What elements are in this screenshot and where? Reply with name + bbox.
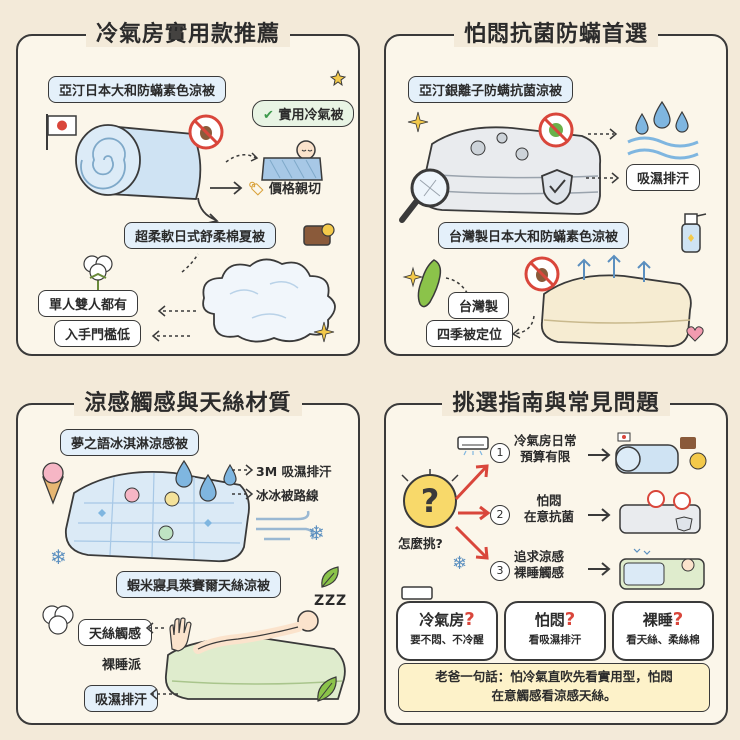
step-number: 1 bbox=[490, 441, 510, 463]
palm-icon bbox=[169, 617, 192, 652]
sparkle-icon bbox=[402, 266, 424, 288]
air-conditioner-icon bbox=[457, 436, 489, 456]
panel-aircon-picks: 冷氣房實用款推薦 亞汀日本大和防蟎素色涼被 ✔ 實用冷氣被 🏷 價格親切 bbox=[16, 22, 360, 356]
snowflake-icon: ❄ bbox=[50, 545, 67, 569]
panel-cooling-tencel: 涼感觸感與天絲材質 夢之語冰淇淋涼感被 3M 吸濕排汗 冰冰被路線 ❄ ❄ 蝦米… bbox=[16, 391, 360, 725]
price-tag-icon: 🏷 bbox=[248, 182, 265, 197]
ice-cream-icon bbox=[42, 462, 64, 505]
product-label[interactable]: 超柔軟日式舒柔棉夏被 bbox=[124, 222, 277, 249]
panel-title: 涼感觸感與天絲材質 bbox=[74, 391, 302, 416]
taiwan-map-icon bbox=[417, 259, 442, 308]
price-tag-label: 價格親切 bbox=[269, 182, 322, 197]
question-icon: ? bbox=[401, 469, 459, 528]
faq-bubble: 怕悶? 看吸濕排汗 bbox=[504, 601, 606, 661]
no-mite-icon bbox=[188, 114, 224, 150]
feature-tag: 天絲觸感 bbox=[78, 619, 153, 646]
feature-tag: 裸睡派 bbox=[102, 658, 142, 673]
snowflake-icon: ❄ bbox=[308, 521, 325, 545]
spray-bottle-icon bbox=[681, 213, 707, 253]
faq-bubble: 冷氣房? 要不悶、不冷醒 bbox=[396, 601, 498, 661]
step-number: 2 bbox=[490, 503, 510, 525]
product-label[interactable]: 蝦米寢具萊賽爾天絲涼被 bbox=[116, 571, 282, 598]
sparkle-icon bbox=[313, 321, 335, 343]
mini-blanket-image bbox=[615, 432, 707, 474]
sleeping-person-image bbox=[165, 610, 346, 700]
panel-title: 挑選指南與常見問題 bbox=[442, 391, 670, 416]
snowflake-icon: ❄ bbox=[452, 553, 468, 574]
no-bacteria-icon bbox=[538, 112, 574, 148]
feature-tag: 四季被定位 bbox=[426, 320, 514, 347]
product-label[interactable]: 亞汀銀離子防螨抗菌涼被 bbox=[408, 76, 574, 103]
leaf-icon bbox=[321, 566, 339, 588]
sleeping-person-image bbox=[261, 140, 323, 181]
panel-guide-faq: 挑選指南與常見問題 ? 怎麼挑? 1 冷氣房日常預算有限 2 怕悶在意抗菌 3 … bbox=[384, 391, 728, 725]
how-to-choose-text: 怎麼挑? bbox=[398, 536, 443, 551]
product-label[interactable]: 亞汀日本大和防蟎素色涼被 bbox=[48, 76, 227, 103]
check-tag-label: 實用冷氣被 bbox=[278, 108, 344, 123]
heart-icon bbox=[686, 326, 704, 342]
cream-blanket-image bbox=[540, 254, 692, 348]
panel-title: 冷氣房實用款推薦 bbox=[85, 22, 290, 47]
feature-tag: 台灣製 bbox=[448, 292, 510, 319]
shield-icon bbox=[541, 169, 573, 205]
svg-text:?: ? bbox=[421, 482, 440, 520]
dad-quote-box: 老爸一句話：怕冷氣直吹先看實用型，怕悶 在意觸感看涼感天絲。 bbox=[398, 663, 710, 712]
step-text: 追求涼感裸睡觸感 bbox=[514, 549, 565, 580]
water-drop-icon bbox=[627, 100, 699, 160]
sparkle-icon bbox=[407, 111, 429, 133]
check-icon: ✔ bbox=[263, 108, 274, 123]
leaf-icon bbox=[317, 676, 337, 702]
product-label[interactable]: 夢之語冰淇淋涼感被 bbox=[60, 429, 200, 456]
rolled-blanket-image bbox=[75, 124, 202, 200]
step-text: 冷氣房日常預算有限 bbox=[514, 433, 577, 464]
mini-blanket-image bbox=[619, 548, 705, 590]
wind-icon bbox=[256, 510, 315, 541]
feature-tag: 單人雙人都有 bbox=[38, 290, 139, 317]
panel-antibacterial-picks: 怕悶抗菌防蟎首選 亞汀銀離子防螨抗菌涼被 吸濕排汗 台灣製日本大和防蟎素色涼 bbox=[384, 22, 728, 356]
water-drop-icon bbox=[175, 459, 237, 502]
star-icon bbox=[329, 69, 347, 87]
zzz-text: Z Z Z bbox=[314, 593, 346, 609]
feature-tag: 3M 吸濕排汗 bbox=[256, 464, 332, 479]
feature-tag: 吸濕排汗 bbox=[84, 685, 159, 712]
japan-flag-icon bbox=[46, 114, 77, 150]
cloud-blanket-image bbox=[202, 258, 336, 343]
mini-blanket-image bbox=[619, 490, 701, 534]
check-tag: ✔ 實用冷氣被 bbox=[252, 100, 355, 127]
wallet-icon bbox=[303, 223, 335, 246]
step-number: 3 bbox=[490, 559, 510, 581]
feature-tag: 吸濕排汗 bbox=[626, 164, 701, 191]
price-tag: 🏷 價格親切 bbox=[248, 178, 321, 197]
cotton-flower-icon bbox=[42, 605, 74, 635]
no-mite-icon bbox=[524, 256, 560, 292]
feature-tag: 冰冰被路線 bbox=[256, 488, 319, 503]
panel-title: 怕悶抗菌防蟎首選 bbox=[453, 22, 658, 47]
faq-bubble: 裸睡? 看天絲、柔絲棉 bbox=[612, 601, 714, 661]
magnifier-icon bbox=[399, 168, 450, 223]
cotton-flower-icon bbox=[83, 255, 113, 294]
step-text: 怕悶在意抗菌 bbox=[524, 493, 575, 524]
product-label[interactable]: 台灣製日本大和防蟎素色涼被 bbox=[438, 222, 630, 249]
feature-tag: 入手門檻低 bbox=[54, 320, 142, 347]
